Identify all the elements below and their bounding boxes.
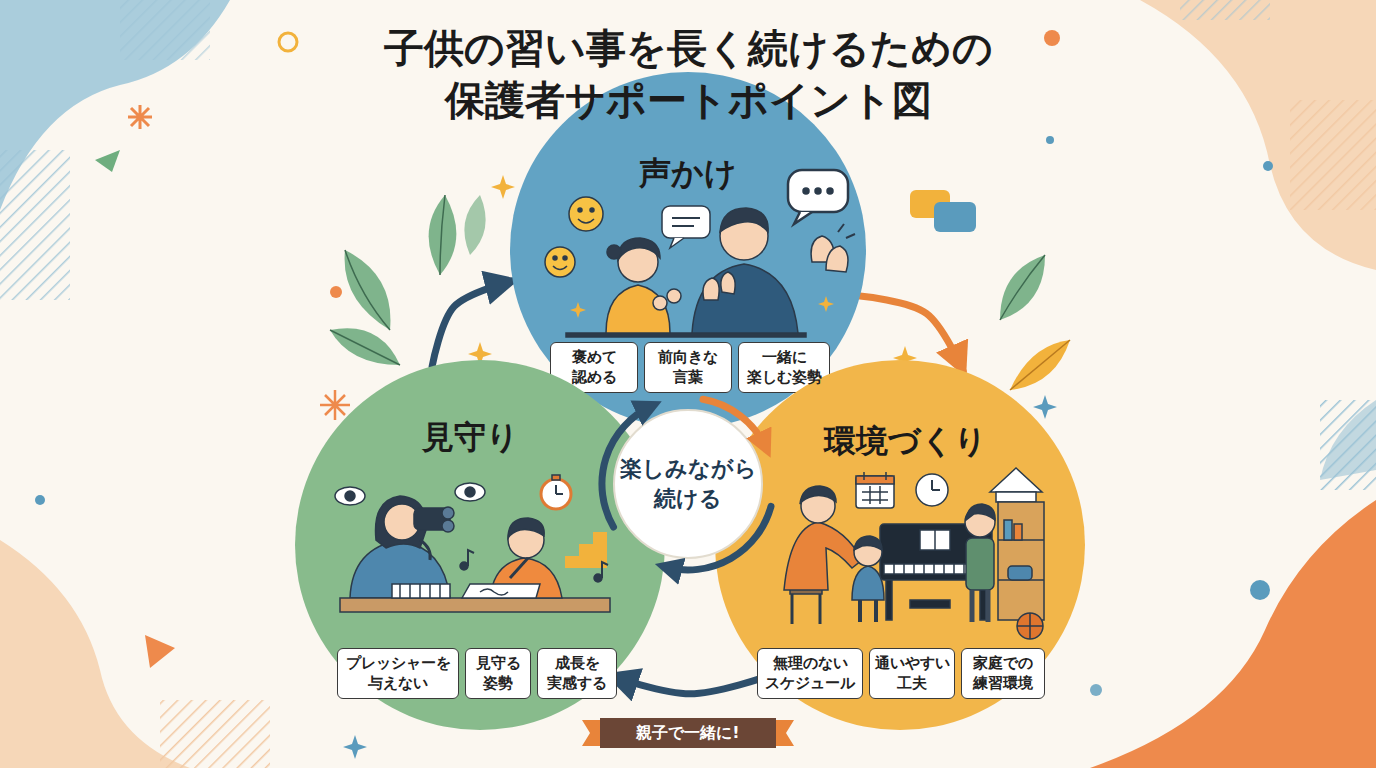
point-label: 成長を 実感する (542, 654, 612, 693)
cycle-arrow (611, 676, 769, 694)
point-label: 家庭での 練習環境 (966, 654, 1040, 693)
point-pill: 無理のない スケジュール (757, 648, 863, 699)
support-circle: 声かけ褒めて 認める前向きな 言葉一緒に 楽しむ姿勢 (510, 72, 866, 428)
watch-illustration (335, 475, 610, 612)
circle-heading: 見守り (370, 418, 570, 456)
point-pill: プレッシャーを 与えない (337, 648, 459, 699)
point-label: 褒めて 認める (555, 348, 633, 387)
point-label: 無理のない スケジュール (762, 654, 858, 693)
cycle-arrow (432, 281, 513, 366)
point-label: プレッシャーを 与えない (342, 654, 454, 693)
point-pill: 褒めて 認める (550, 342, 638, 393)
point-label: 一緒に 楽しむ姿勢 (743, 348, 825, 387)
circle-heading: 環境づくり (795, 422, 1015, 460)
point-pill: 家庭での 練習環境 (961, 648, 1045, 699)
talk-illustration (545, 170, 855, 337)
point-pill: 成長を 実感する (537, 648, 617, 699)
slogan-banner: 親子で一緒に! (600, 718, 776, 748)
circle-heading: 声かけ (588, 154, 788, 192)
cycle-arrow (860, 296, 963, 371)
support-circle: 見守りプレッシャーを 与えない見守る 姿勢成長を 実感する (295, 360, 665, 730)
center-circle: 楽しみながら 続ける (613, 409, 763, 559)
point-pill: 前向きな 言葉 (644, 342, 732, 393)
support-circle: 環境づくり無理のない スケジュール通いやすい 工夫家庭での 練習環境 (715, 360, 1085, 730)
center-label: 楽しみながら 続ける (618, 454, 758, 513)
point-pill: 一緒に 楽しむ姿勢 (738, 342, 830, 393)
point-label: 通いやすい 工夫 (874, 654, 950, 693)
banner-label: 親子で一緒に! (636, 723, 739, 744)
circle-shape (613, 409, 763, 559)
cycle-ring (602, 399, 771, 570)
diagram-title: 子供の習い事を長く続けるための 保護者サポートポイント図 (328, 22, 1048, 126)
point-label: 見守る 姿勢 (470, 654, 526, 693)
point-label: 前向きな 言葉 (649, 348, 727, 387)
environment-illustration (784, 468, 1044, 639)
point-pill: 見守る 姿勢 (465, 648, 531, 699)
point-pill: 通いやすい 工夫 (869, 648, 955, 699)
